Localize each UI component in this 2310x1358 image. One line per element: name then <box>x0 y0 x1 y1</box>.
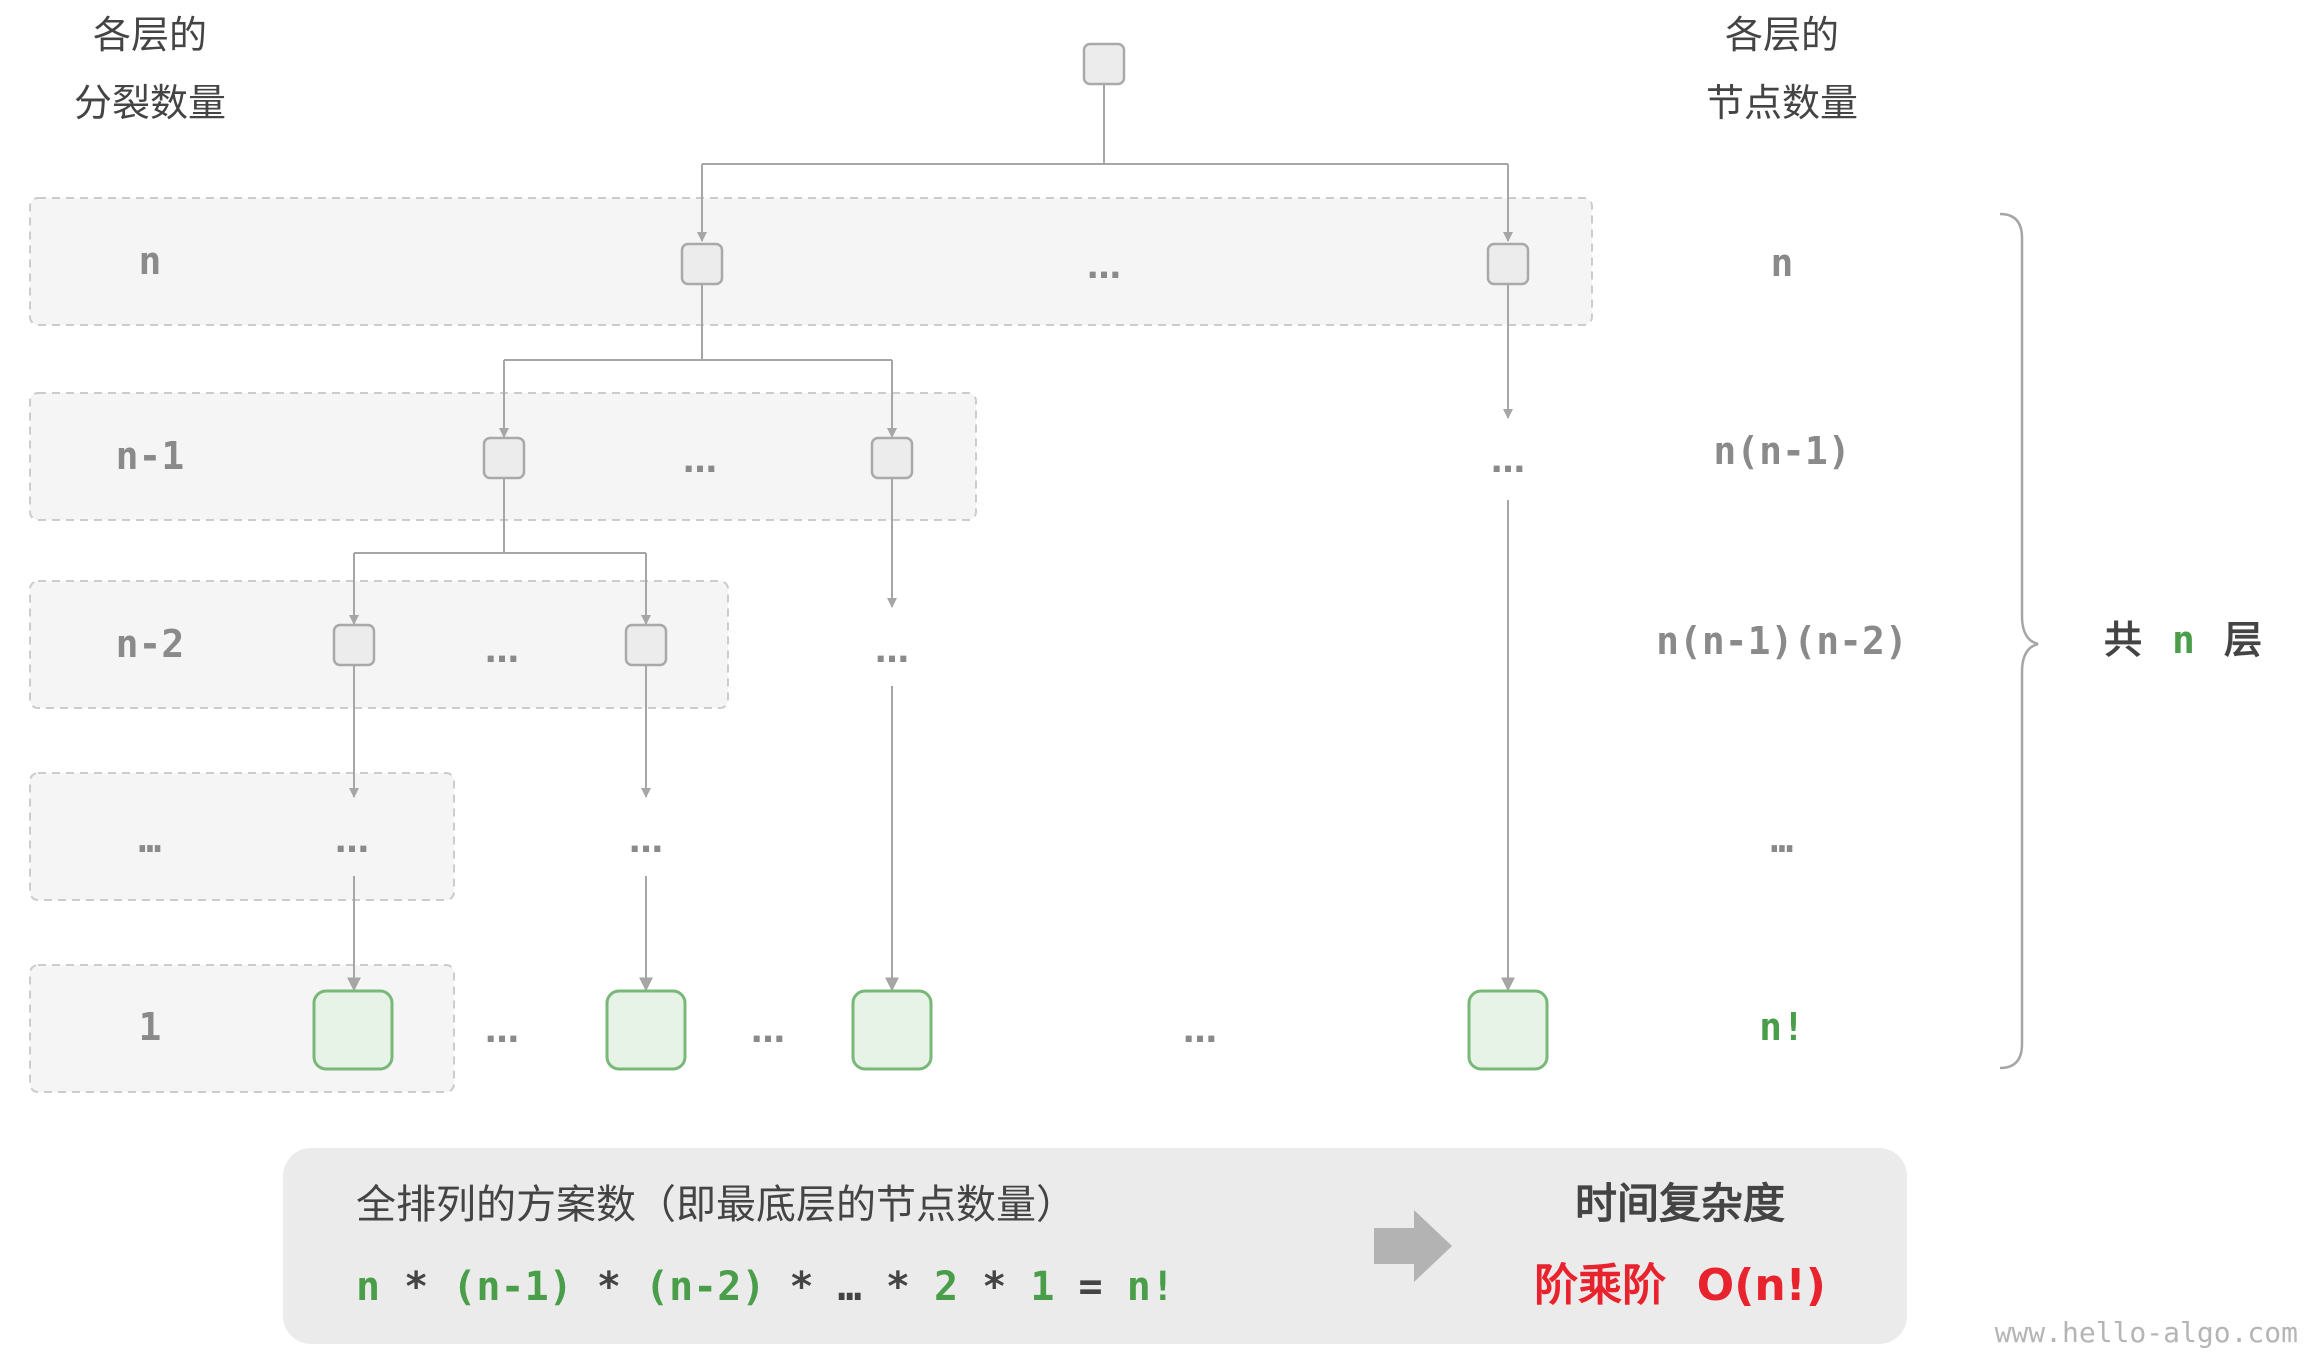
count-label: n <box>1771 241 1794 285</box>
left-header-line1: 各层的 <box>93 13 207 57</box>
formula-term: = <box>1054 1264 1126 1310</box>
brace-label-prefix: 共 <box>2104 618 2142 662</box>
formula-term: 2 <box>934 1264 958 1310</box>
right-arrow-icon <box>1374 1210 1452 1282</box>
formula-term: 1 <box>1030 1264 1054 1310</box>
split-label: n <box>139 239 162 283</box>
leaf-node <box>851 989 933 1071</box>
ellipsis: … <box>629 821 663 861</box>
formula-term: n <box>356 1264 380 1310</box>
split-label: … <box>139 817 162 861</box>
formula-term: (n-2) <box>645 1264 765 1310</box>
ellipsis: … <box>1087 247 1121 287</box>
levels-brace <box>1999 212 2039 1070</box>
ellipsis: … <box>1183 1011 1217 1051</box>
split-label: 1 <box>139 1005 162 1049</box>
tree-nodes <box>312 42 1549 1071</box>
tree-node <box>332 623 376 667</box>
tree-edges <box>347 84 1515 992</box>
summary-title: 全排列的方案数（即最底层的节点数量） <box>356 1182 1076 1228</box>
summary-formula: n * (n-1) * (n-2) * … * 2 * 1 = n! <box>356 1264 1175 1310</box>
complexity-title: 时间复杂度 <box>1575 1179 1785 1228</box>
ellipsis: … <box>683 441 717 481</box>
formula-term: (n-1) <box>452 1264 572 1310</box>
formula-term: * <box>958 1264 1030 1310</box>
leaf-node <box>312 989 394 1071</box>
tree-node <box>680 242 724 286</box>
split-labels: n n-1 n-2 … 1 <box>116 239 185 1049</box>
column-headers: 各层的 分裂数量 各层的 节点数量 <box>74 13 1858 125</box>
ellipsis: … <box>751 1011 785 1051</box>
level-band-1 <box>29 197 1593 326</box>
level-band-4 <box>29 772 455 901</box>
count-label: … <box>1771 817 1794 861</box>
formula-term: n! <box>1127 1264 1175 1310</box>
split-label: n-2 <box>116 622 185 666</box>
level-band-3 <box>29 580 729 709</box>
brace-label-n: n <box>2172 618 2195 662</box>
tree-node <box>624 623 668 667</box>
root-node <box>1082 42 1126 86</box>
tree-node <box>482 436 526 480</box>
tree-ellipses: … … … … … … … … … … <box>335 247 1525 1051</box>
brace-label-suffix: 层 <box>2224 618 2262 662</box>
ellipsis: … <box>485 1011 519 1051</box>
count-label: n(n-1)(n-2) <box>1656 619 1908 663</box>
count-labels: n n(n-1) n(n-1)(n-2) … n! <box>1656 241 1908 1049</box>
ellipsis: … <box>335 821 369 861</box>
ellipsis: … <box>875 631 909 671</box>
ellipsis: … <box>485 631 519 671</box>
summary-panel <box>283 1148 1907 1344</box>
ellipsis: … <box>1491 441 1525 481</box>
formula-term: * … * <box>765 1264 934 1310</box>
watermark: www.hello-algo.com <box>1995 1316 2298 1349</box>
tree-node <box>1486 242 1530 286</box>
brace-label: 共 n 层 <box>2104 618 2262 662</box>
right-header-line2: 节点数量 <box>1706 81 1858 125</box>
leaf-node <box>1467 989 1549 1071</box>
formula-term: * <box>380 1264 452 1310</box>
count-label: n(n-1) <box>1713 429 1850 473</box>
level-bands <box>29 197 1593 1093</box>
count-label-total: n! <box>1759 1005 1805 1049</box>
tree-node <box>870 436 914 480</box>
left-header-line2: 分裂数量 <box>74 81 226 125</box>
formula-term: * <box>573 1264 645 1310</box>
split-label: n-1 <box>116 434 185 478</box>
right-header-line1: 各层的 <box>1725 13 1839 57</box>
leaf-node <box>605 989 687 1071</box>
complexity-value: 阶乘阶 O(n!) <box>1534 1260 1826 1311</box>
